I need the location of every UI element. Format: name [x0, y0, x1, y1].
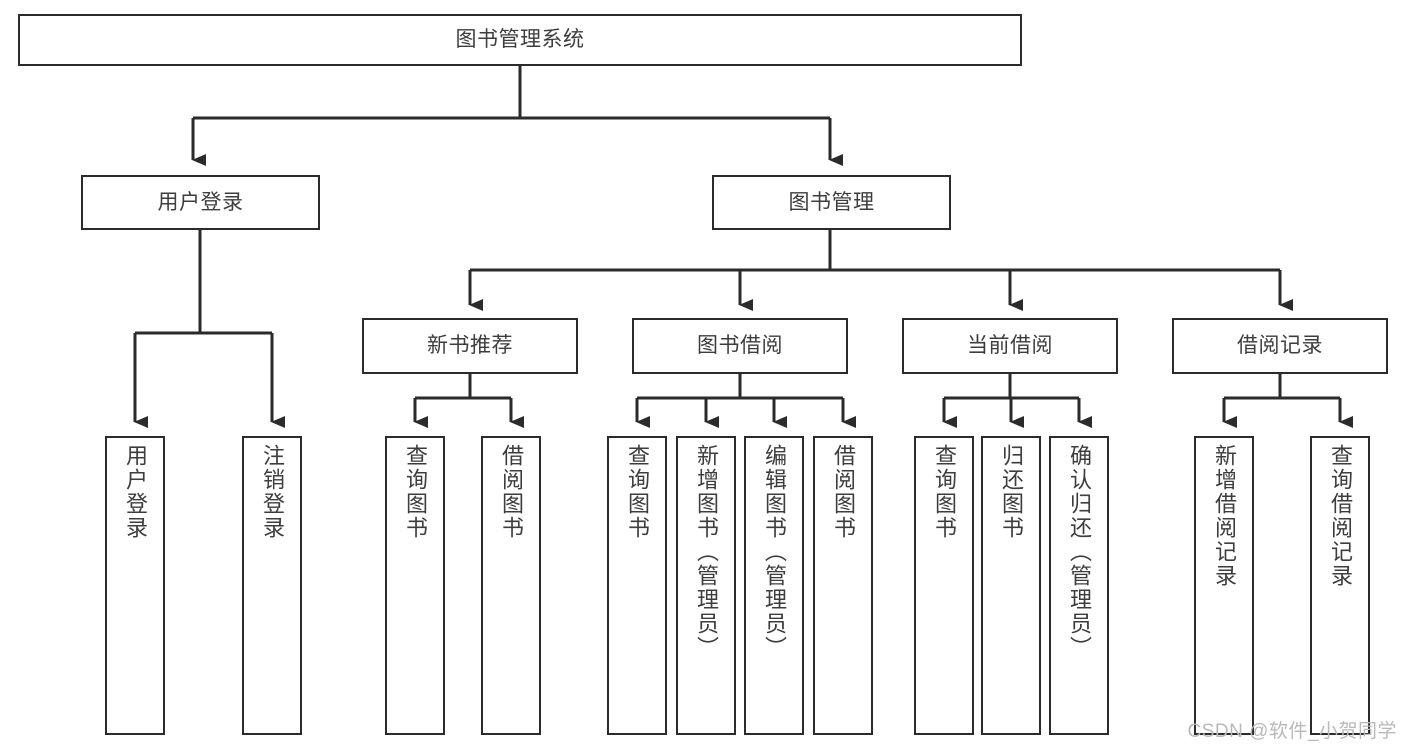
leaf-nb-query-book[interactable]: 查询图书: [385, 436, 445, 735]
leaf-user-login[interactable]: 用户登录: [105, 436, 165, 735]
node-new-book[interactable]: 新书推荐: [362, 318, 578, 374]
leaf-bb-borrow-book-label: 借阅图书: [831, 444, 856, 540]
node-current-borrow[interactable]: 当前借阅: [902, 318, 1118, 374]
node-new-book-label: 新书推荐: [427, 334, 513, 358]
leaf-cb-return-book[interactable]: 归还图书: [981, 436, 1041, 735]
node-book-borrow[interactable]: 图书借阅: [632, 318, 848, 374]
leaf-bb-query-book[interactable]: 查询图书: [607, 436, 667, 735]
leaf-cb-return-book-label: 归还图书: [999, 444, 1024, 540]
leaf-br-add-record[interactable]: 新增借阅记录: [1194, 436, 1254, 735]
leaf-logout[interactable]: 注销登录: [242, 436, 302, 735]
node-root-label: 图书管理系统: [455, 28, 585, 52]
node-root[interactable]: 图书管理系统: [18, 14, 1022, 66]
leaf-bb-edit-book[interactable]: 编辑图书（管理员）: [744, 436, 804, 735]
leaf-bb-query-book-label: 查询图书: [625, 444, 650, 540]
node-book-manage-label: 图书管理: [788, 190, 875, 214]
leaf-bb-edit-book-label: 编辑图书（管理员）: [762, 444, 787, 660]
leaf-user-login-label: 用户登录: [123, 444, 148, 540]
leaf-cb-query-book-label: 查询图书: [932, 444, 957, 540]
leaf-cb-confirm-return[interactable]: 确认归还（管理员）: [1049, 436, 1109, 735]
leaf-cb-query-book[interactable]: 查询图书: [914, 436, 974, 735]
leaf-br-query-record-label: 查询借阅记录: [1328, 444, 1353, 588]
leaf-nb-query-book-label: 查询图书: [403, 444, 428, 540]
leaf-br-query-record[interactable]: 查询借阅记录: [1310, 436, 1370, 735]
node-user-login-label: 用户登录: [157, 190, 244, 214]
leaf-cb-confirm-return-label: 确认归还（管理员）: [1067, 444, 1092, 660]
node-book-manage[interactable]: 图书管理: [712, 175, 951, 230]
node-user-login[interactable]: 用户登录: [81, 175, 320, 230]
node-borrow-record[interactable]: 借阅记录: [1172, 318, 1388, 374]
leaf-br-add-record-label: 新增借阅记录: [1212, 444, 1237, 588]
node-current-borrow-label: 当前借阅: [967, 334, 1053, 358]
node-borrow-record-label: 借阅记录: [1237, 334, 1323, 358]
leaf-bb-borrow-book[interactable]: 借阅图书: [813, 436, 873, 735]
leaf-bb-add-book-label: 新增图书（管理员）: [694, 444, 719, 660]
watermark: CSDN @软件_小贺同学: [1187, 721, 1397, 742]
node-book-borrow-label: 图书借阅: [697, 334, 783, 358]
leaf-nb-borrow-book-label: 借阅图书: [499, 444, 524, 540]
leaf-bb-add-book[interactable]: 新增图书（管理员）: [676, 436, 736, 735]
leaf-logout-label: 注销登录: [260, 444, 285, 540]
leaf-nb-borrow-book[interactable]: 借阅图书: [481, 436, 541, 735]
